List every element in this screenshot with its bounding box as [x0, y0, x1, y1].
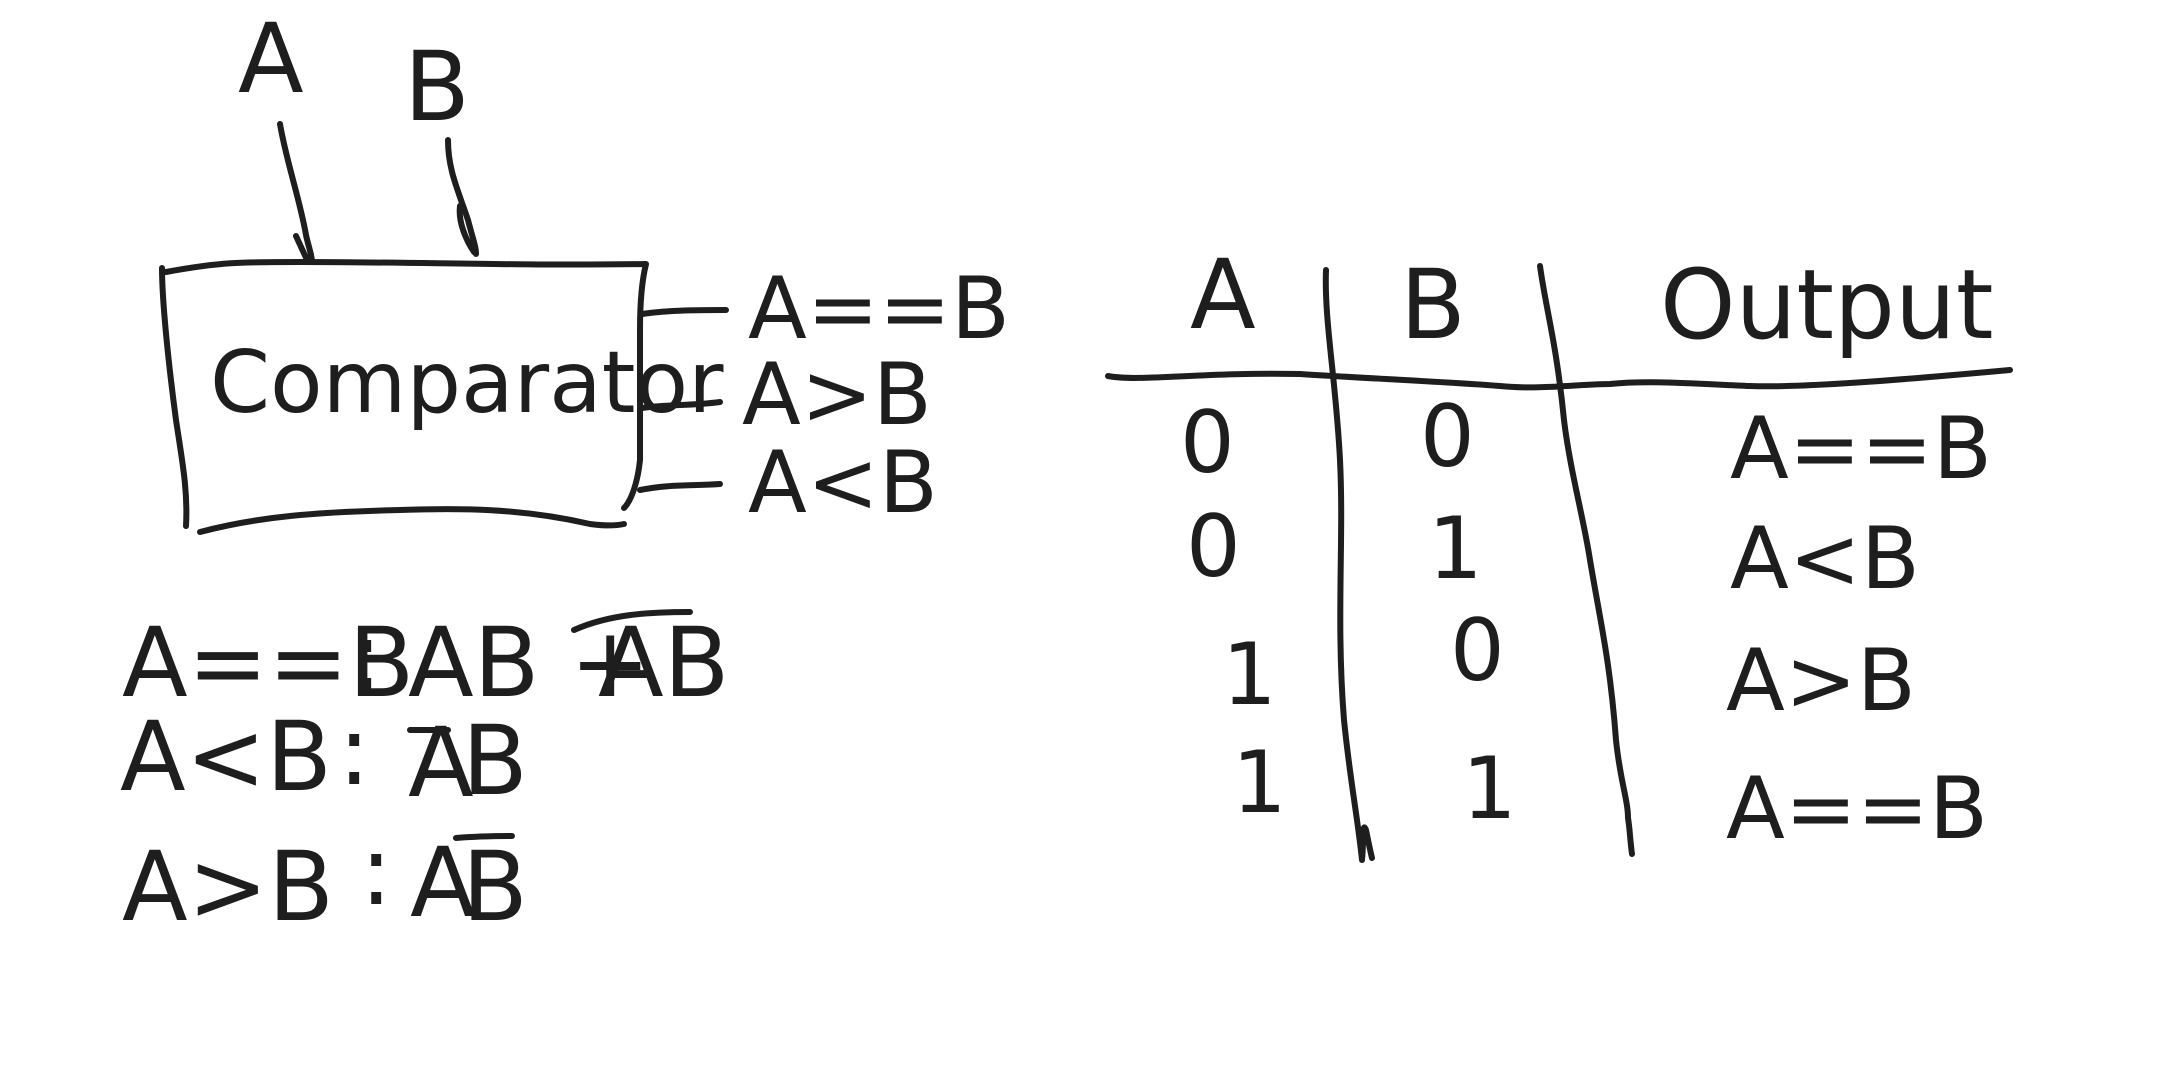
input-a-wire: [277, 121, 315, 265]
equation-eq: A==B : AB + AB: [122, 601, 730, 719]
table-header-output: Output: [1660, 249, 1993, 361]
table-cell-a: 0: [1186, 497, 1241, 597]
output-wire-eq: [639, 307, 729, 317]
output-label-lt: A<B: [748, 433, 938, 533]
equation-lt-sep: :: [338, 695, 370, 807]
input-a-wire-tip: [293, 233, 311, 265]
input-b-label: B: [404, 31, 470, 143]
equation-eq-lhs: A==B: [122, 607, 414, 719]
equation-lt-rhs-tail: B: [462, 705, 528, 817]
table-cell-output: A==B: [1730, 399, 1992, 499]
output-wire-gt: [639, 399, 723, 411]
equation-lt: A<B : A B: [120, 695, 528, 819]
equation-gt-lhs: A>B: [122, 831, 334, 943]
table-cell-a: 1: [1232, 733, 1287, 833]
equation-gt-rhs-plain: A: [410, 827, 476, 939]
table-row-4: 1 1 A==B: [1232, 733, 1988, 859]
table-divider-1: [1322, 267, 1375, 863]
input-a-label: A: [238, 3, 304, 115]
equation-eq-rhs-bar: AB: [598, 607, 730, 719]
comparator-box: [159, 259, 649, 535]
equation-eq-rhs-plain: AB +: [408, 607, 650, 719]
equation-gt: A>B : A B: [122, 815, 528, 943]
table-cell-output: A>B: [1726, 631, 1916, 731]
comparator-diagram: A B Comparator A==B A>B A<B: [159, 3, 1010, 535]
equation-lt-rhs-bar: A: [408, 707, 474, 819]
table-row-1: 0 0 A==B: [1180, 387, 1992, 499]
equation-eq-overbar: [571, 609, 693, 633]
input-b-wire-tip: [456, 203, 477, 255]
output-label-eq: A==B: [748, 259, 1010, 359]
table-cell-b: 1: [1428, 499, 1483, 599]
boolean-equations: A==B : AB + AB A<B : A B A>B : A B: [120, 601, 730, 943]
table-cell-output: A==B: [1726, 759, 1988, 859]
table-cell-b: 0: [1420, 387, 1475, 487]
equation-gt-sep: :: [360, 815, 392, 927]
truth-table: A B Output 0 0 A==B 0 1 A<B 1 0 A>B 1 1 …: [1105, 239, 2013, 863]
comparator-label: Comparator: [210, 333, 724, 433]
equation-gt-rhs-bar: B: [462, 831, 528, 943]
table-cell-b: 0: [1450, 601, 1505, 701]
equation-gt-overbar: [453, 833, 515, 841]
table-cell-a: 1: [1222, 625, 1277, 725]
output-label-gt: A>B: [742, 345, 932, 445]
table-cell-a: 0: [1180, 393, 1235, 493]
output-wire-lt: [637, 481, 723, 493]
table-header-a: A: [1190, 239, 1256, 351]
input-b-wire: [445, 137, 479, 257]
table-cell-b: 1: [1462, 739, 1517, 839]
table-divider-2: [1537, 263, 1635, 857]
table-row-3: 1 0 A>B: [1222, 601, 1916, 731]
equation-lt-lhs: A<B: [120, 701, 332, 813]
table-header-b: B: [1400, 249, 1466, 361]
table-row-2: 0 1 A<B: [1186, 497, 1920, 609]
equation-eq-sep: :: [350, 601, 382, 713]
table-cell-output: A<B: [1730, 509, 1920, 609]
